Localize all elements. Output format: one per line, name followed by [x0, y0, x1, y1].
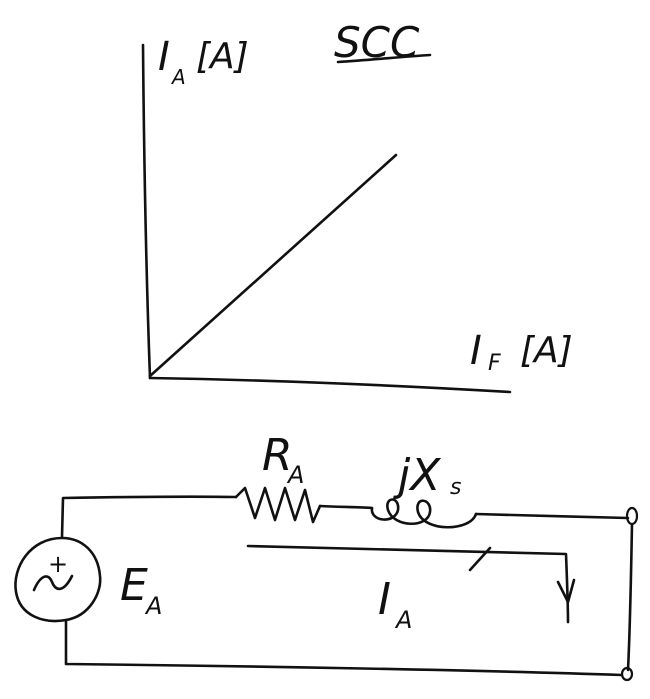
- source-sine-icon: [32, 574, 74, 592]
- title-underline: [336, 53, 432, 64]
- y-axis-unit: [A]: [196, 36, 249, 77]
- x-axis-subscript: F: [488, 351, 501, 376]
- x-axis-label: I: [470, 328, 482, 374]
- top-wire-left: [60, 495, 238, 539]
- source-polarity: +: [48, 550, 68, 578]
- current-arrow: [246, 544, 570, 624]
- scc-curve: [148, 153, 398, 378]
- bottom-wire: [64, 618, 624, 677]
- right-wire: [626, 522, 634, 672]
- mid-wire: [318, 504, 374, 510]
- x-axis: [148, 376, 512, 394]
- y-axis-subscript: A: [170, 65, 186, 89]
- y-axis: [141, 43, 152, 380]
- current-arrowhead-vertical: [556, 578, 576, 604]
- resistor: [234, 486, 322, 524]
- inductor-label: jX: [393, 450, 441, 501]
- resistor-subscript: A: [286, 461, 304, 489]
- x-axis-unit: [A]: [520, 330, 573, 371]
- inductor-subscript: s: [450, 475, 461, 500]
- current-arrowhead-horizontal: [468, 546, 492, 572]
- inductor: [370, 498, 478, 529]
- y-axis-label: I: [158, 34, 170, 80]
- source-label: E: [120, 560, 148, 611]
- resistor-label: R: [262, 430, 293, 481]
- current-subscript: A: [394, 606, 412, 634]
- source-subscript: A: [144, 592, 162, 620]
- terminal-top: [625, 506, 639, 526]
- voltage-source: [14, 536, 102, 623]
- current-label: I: [378, 574, 391, 625]
- scc-graph: I A [A] SCC I F [A]: [141, 18, 573, 394]
- top-wire-right: [474, 512, 630, 520]
- equivalent-circuit: + E A R A jX s I A: [14, 430, 639, 682]
